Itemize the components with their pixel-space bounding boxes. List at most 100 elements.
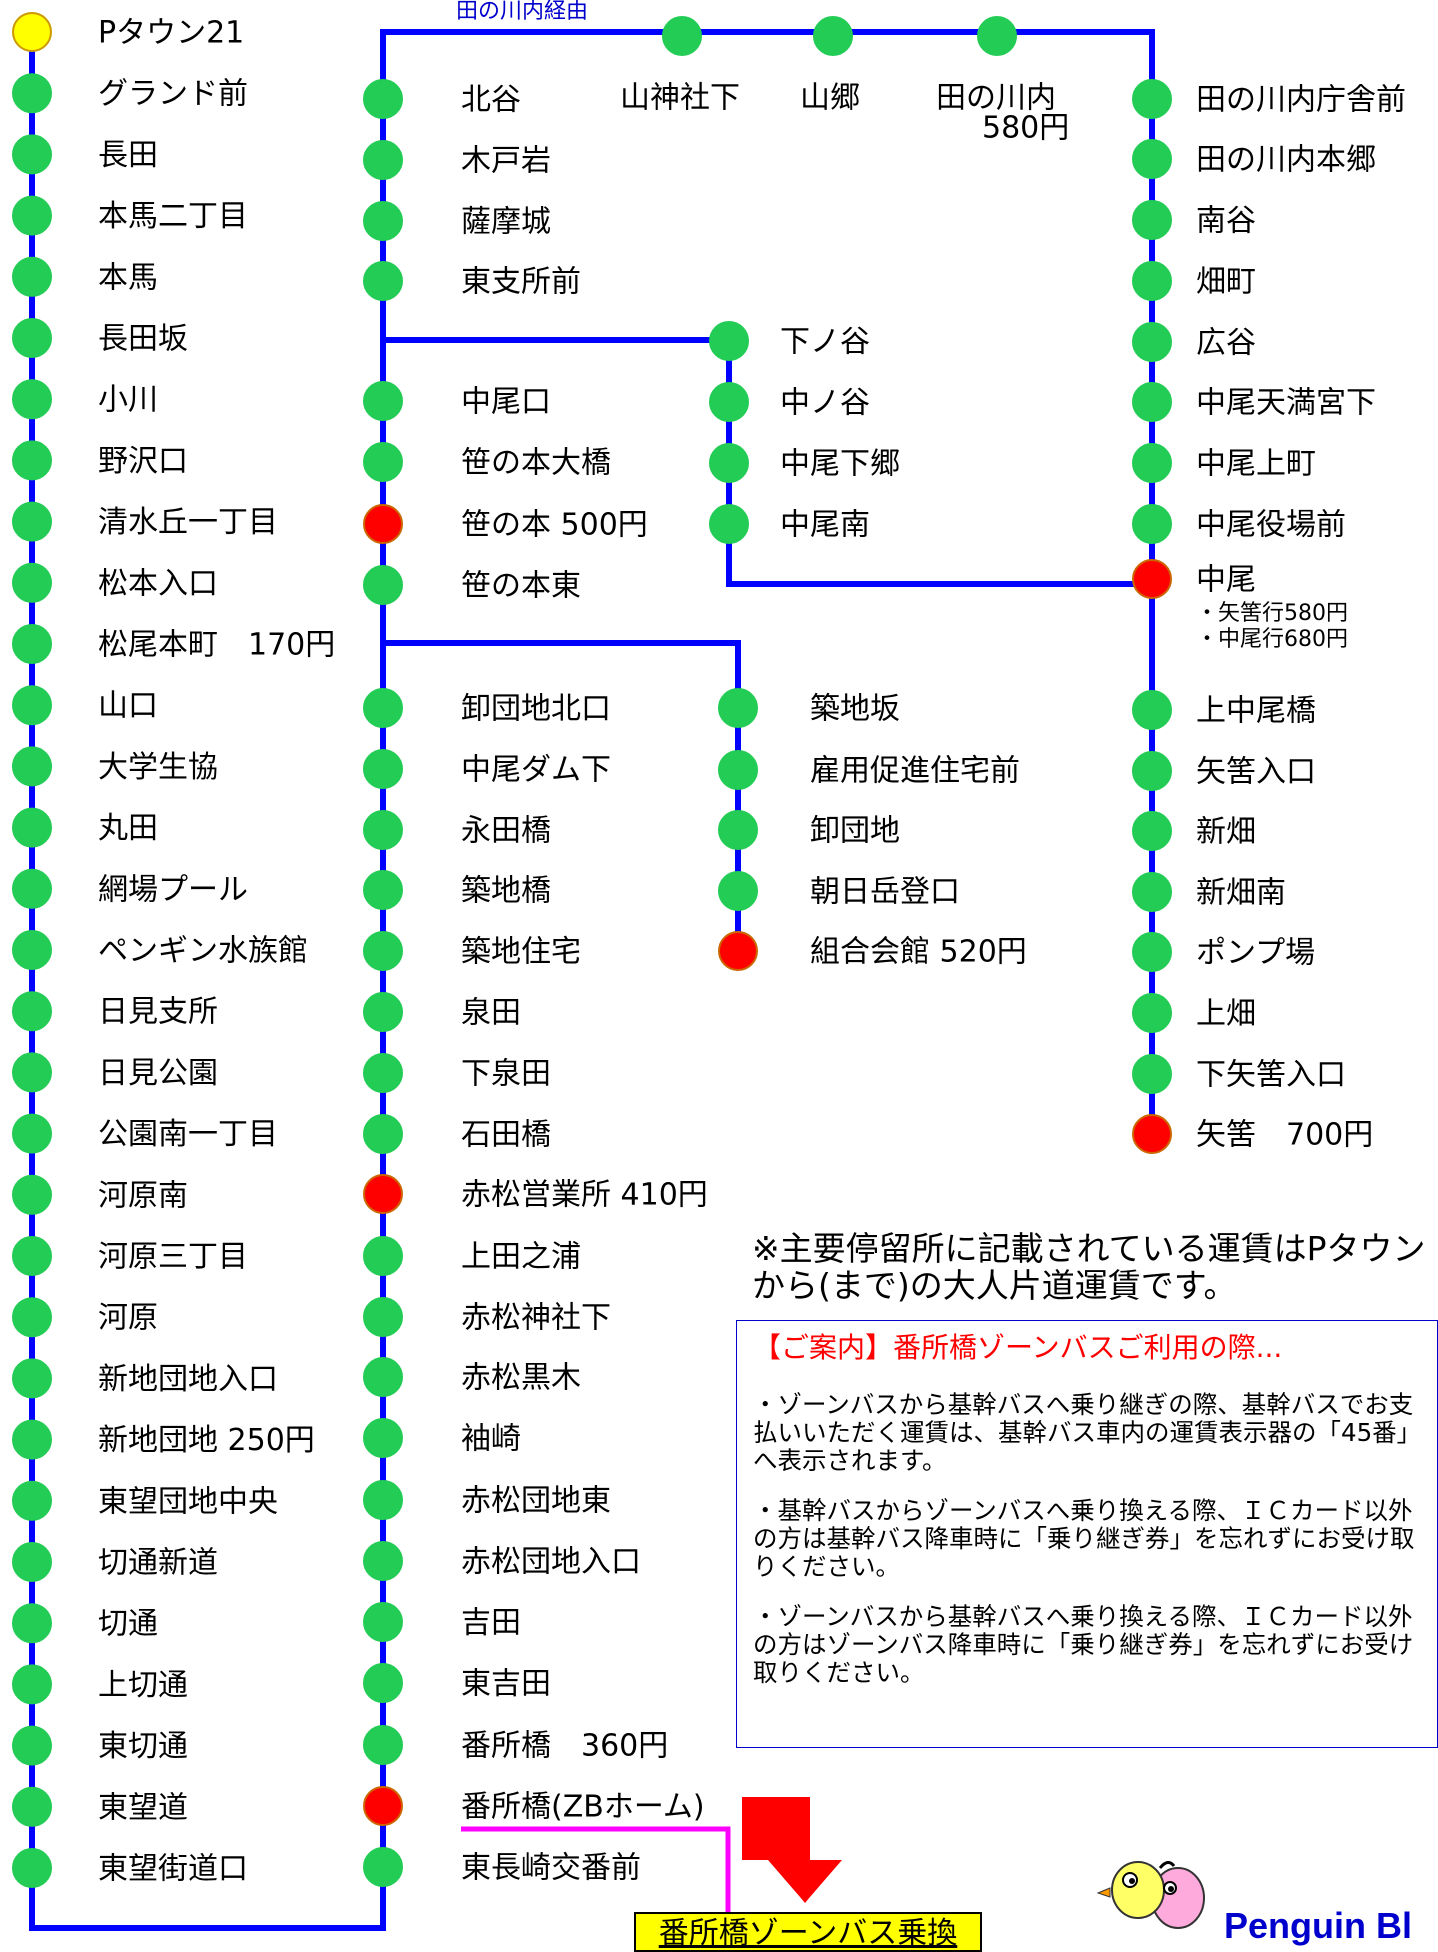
stop-label-col4-11: 新畑 bbox=[1196, 815, 1256, 850]
stop-col2-1[interactable] bbox=[363, 140, 403, 180]
stop-col2-6[interactable] bbox=[363, 504, 403, 544]
transfer-link[interactable]: 番所橋ゾーンバス乗換 bbox=[634, 1912, 982, 1952]
stop-col2-20[interactable] bbox=[363, 1418, 403, 1458]
stop-col1-8[interactable] bbox=[12, 501, 52, 542]
stop-branch-b-0[interactable] bbox=[718, 688, 758, 728]
stop-col2-5[interactable] bbox=[363, 442, 403, 482]
stop-col4-15[interactable] bbox=[1132, 1054, 1172, 1094]
stop-col2-23[interactable] bbox=[363, 1602, 403, 1642]
stop-col2-25[interactable] bbox=[363, 1725, 403, 1765]
stop-top-2[interactable] bbox=[977, 16, 1017, 56]
stop-branch-a-1[interactable] bbox=[709, 382, 749, 422]
stop-col1-29[interactable] bbox=[12, 1786, 52, 1827]
stop-col1-22[interactable] bbox=[12, 1358, 52, 1399]
stop-branch-b-2[interactable] bbox=[718, 810, 758, 850]
stop-col2-27[interactable] bbox=[363, 1847, 403, 1887]
stop-col4-2[interactable] bbox=[1132, 200, 1172, 240]
stop-col2-22[interactable] bbox=[363, 1541, 403, 1581]
stop-top-1[interactable] bbox=[813, 16, 853, 56]
stop-col4-14[interactable] bbox=[1132, 993, 1172, 1033]
stop-col1-16[interactable] bbox=[12, 991, 52, 1032]
stop-label-col4-7: 中尾役場前 bbox=[1196, 508, 1346, 543]
stop-top-0[interactable] bbox=[662, 16, 702, 56]
stop-col2-26[interactable] bbox=[363, 1786, 403, 1826]
stop-col2-0[interactable] bbox=[363, 79, 403, 119]
stop-col4-12[interactable] bbox=[1132, 872, 1172, 912]
stop-col1-27[interactable] bbox=[12, 1664, 52, 1705]
stop-col2-13[interactable] bbox=[363, 992, 403, 1032]
stop-branch-b-1[interactable] bbox=[718, 750, 758, 790]
stop-col4-1[interactable] bbox=[1132, 139, 1172, 179]
stop-col1-15[interactable] bbox=[12, 930, 52, 970]
stop-col2-8[interactable] bbox=[363, 688, 403, 728]
stop-col2-21[interactable] bbox=[363, 1480, 403, 1520]
stop-col1-3[interactable] bbox=[12, 195, 52, 236]
stop-col2-17[interactable] bbox=[363, 1236, 403, 1276]
stop-label-col4-8: 中尾 bbox=[1196, 563, 1256, 598]
stop-label-col1-28: 東切通 bbox=[98, 1729, 188, 1764]
stop-col4-8[interactable] bbox=[1132, 559, 1172, 599]
stop-col2-3[interactable] bbox=[363, 261, 403, 301]
stop-col1-0[interactable] bbox=[12, 12, 52, 52]
notice-box: 【ご案内】番所橋ゾーンバスご利用の際... ・ゾーンバスから基幹バスへ乗り継ぎの… bbox=[736, 1320, 1438, 1748]
stop-col1-4[interactable] bbox=[12, 256, 52, 297]
stop-label-col4-3: 畑町 bbox=[1196, 265, 1256, 300]
stop-col2-16[interactable] bbox=[363, 1174, 403, 1214]
stop-col2-7[interactable] bbox=[363, 565, 403, 605]
stop-col1-2[interactable] bbox=[12, 134, 52, 175]
stop-col2-18[interactable] bbox=[363, 1297, 403, 1337]
stop-col1-10[interactable] bbox=[12, 624, 52, 664]
stop-col1-24[interactable] bbox=[12, 1480, 52, 1521]
stop-col2-12[interactable] bbox=[363, 931, 403, 971]
stop-col4-13[interactable] bbox=[1132, 932, 1172, 972]
stop-col1-6[interactable] bbox=[12, 379, 52, 420]
stop-col1-1[interactable] bbox=[12, 73, 52, 114]
stop-col4-9[interactable] bbox=[1132, 690, 1172, 730]
stop-col1-14[interactable] bbox=[12, 868, 52, 909]
stop-col2-10[interactable] bbox=[363, 810, 403, 850]
stop-col1-12[interactable] bbox=[12, 746, 52, 787]
stop-col4-11[interactable] bbox=[1132, 811, 1172, 851]
stop-col4-0[interactable] bbox=[1132, 79, 1172, 119]
stop-col1-9[interactable] bbox=[12, 562, 52, 603]
stop-col1-26[interactable] bbox=[12, 1603, 52, 1644]
stop-branch-b-3[interactable] bbox=[718, 871, 758, 911]
stop-col4-5[interactable] bbox=[1132, 382, 1172, 422]
stop-branch-a-3[interactable] bbox=[709, 504, 749, 544]
stop-col4-7[interactable] bbox=[1132, 504, 1172, 544]
stop-col1-28[interactable] bbox=[12, 1725, 52, 1766]
stop-col1-17[interactable] bbox=[12, 1052, 52, 1093]
stop-col2-2[interactable] bbox=[363, 201, 403, 241]
stop-col2-11[interactable] bbox=[363, 870, 403, 910]
stop-label-col4-9: 上中尾橋 bbox=[1196, 694, 1316, 729]
stop-col1-18[interactable] bbox=[12, 1113, 52, 1154]
stop-col4-3[interactable] bbox=[1132, 261, 1172, 301]
stop-label-col2-4: 中尾口 bbox=[461, 385, 551, 420]
stop-col1-23[interactable] bbox=[12, 1419, 52, 1460]
stop-col1-19[interactable] bbox=[12, 1174, 52, 1215]
stop-branch-a-2[interactable] bbox=[709, 443, 749, 483]
stop-col1-13[interactable] bbox=[12, 807, 52, 848]
stop-col1-30[interactable] bbox=[12, 1848, 52, 1888]
stop-col1-7[interactable] bbox=[12, 440, 52, 481]
stop-col1-11[interactable] bbox=[12, 685, 52, 726]
stop-col2-14[interactable] bbox=[363, 1053, 403, 1093]
stop-col1-21[interactable] bbox=[12, 1297, 52, 1338]
stop-branch-b-4[interactable] bbox=[718, 931, 758, 971]
stop-col1-25[interactable] bbox=[12, 1542, 52, 1582]
stop-col1-5[interactable] bbox=[12, 318, 52, 358]
stop-label-col4-5: 中尾天満宮下 bbox=[1196, 386, 1376, 421]
stop-col1-20[interactable] bbox=[12, 1236, 52, 1276]
stop-col2-24[interactable] bbox=[363, 1663, 403, 1703]
stop-branch-a-0[interactable] bbox=[709, 321, 749, 361]
stop-col4-4[interactable] bbox=[1132, 322, 1172, 362]
route-line-main bbox=[29, 32, 386, 1931]
stop-col2-9[interactable] bbox=[363, 749, 403, 789]
stop-label-col2-12: 築地住宅 bbox=[461, 935, 581, 970]
stop-col2-19[interactable] bbox=[363, 1357, 403, 1397]
stop-col2-4[interactable] bbox=[363, 381, 403, 421]
stop-col4-16[interactable] bbox=[1132, 1114, 1172, 1154]
stop-col2-15[interactable] bbox=[363, 1114, 403, 1154]
stop-col4-10[interactable] bbox=[1132, 751, 1172, 791]
stop-col4-6[interactable] bbox=[1132, 443, 1172, 483]
